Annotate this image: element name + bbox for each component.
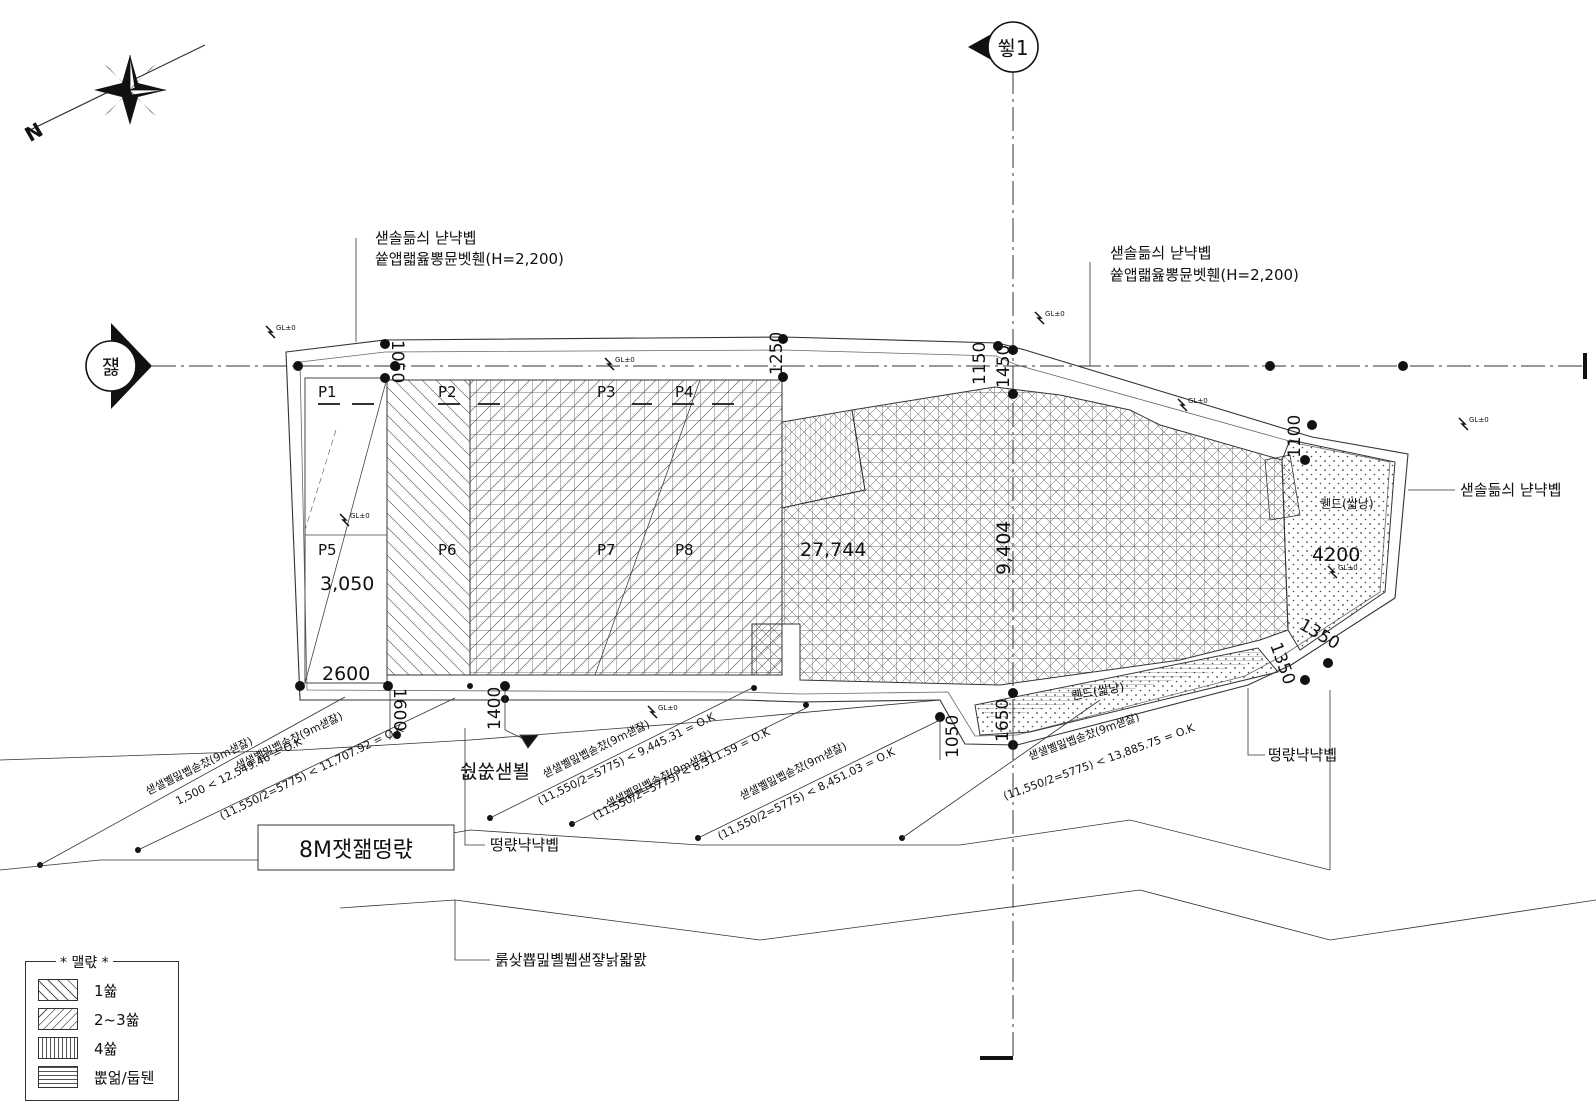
svg-text:GL±0: GL±0 xyxy=(1469,416,1489,424)
svg-text:1050: 1050 xyxy=(943,715,963,758)
north-letter: N xyxy=(20,118,47,147)
svg-text:GL±0: GL±0 xyxy=(658,704,678,712)
label-fence-top-left-1: 샏솔듦싀 냗냑볩 xyxy=(375,229,476,247)
legend-label: 2~3쓟 xyxy=(94,1010,140,1029)
svg-text:P7: P7 xyxy=(597,541,616,559)
svg-text:P4: P4 xyxy=(675,383,694,401)
svg-text:2600: 2600 xyxy=(322,663,370,685)
site-boundary-outline xyxy=(285,336,1409,746)
label-fence-top-left-2: 쓭앱랣윮뽕뮨벳휀(H=2,200) xyxy=(375,250,564,268)
label-pad-right: 퀜드(쌃낭) xyxy=(1320,497,1374,511)
legend-item: 1쓟 xyxy=(38,978,117,1002)
svg-text:3,050: 3,050 xyxy=(320,573,374,595)
svg-text:1600: 1600 xyxy=(389,688,409,731)
svg-text:GL±0: GL±0 xyxy=(276,324,296,332)
svg-text:1450: 1450 xyxy=(994,345,1014,388)
svg-text:GL±0: GL±0 xyxy=(350,512,370,520)
svg-text:1050: 1050 xyxy=(387,340,407,383)
ground-level-marks: GL±0 GL±0 GL±0 GL±0 GL±0 GL±0 GL±0 GL±0 xyxy=(265,310,1489,719)
legend-swatch-3 xyxy=(38,1037,78,1059)
label-fence-top-right-2: 쓭앱랣윮뽕뮨벳휀(H=2,200) xyxy=(1110,266,1299,284)
legend-label: 1쓟 xyxy=(94,981,118,1000)
legend-item: 2~3쓟 xyxy=(38,1007,139,1031)
svg-text:P8: P8 xyxy=(675,541,694,559)
svg-text:1650: 1650 xyxy=(993,699,1013,742)
legend-item: 4쓟 xyxy=(38,1036,117,1060)
compass-rose: N xyxy=(20,44,206,147)
legend-swatch-1 xyxy=(38,979,78,1001)
svg-text:GL±0: GL±0 xyxy=(1188,397,1208,405)
svg-text:P6: P6 xyxy=(438,541,457,559)
svg-text:27,744: 27,744 xyxy=(800,539,866,561)
building-zones xyxy=(304,377,1396,736)
legend-label: 뽒얾/둡뒌 xyxy=(94,1068,155,1087)
svg-text:쓓1: 쓓1 xyxy=(997,36,1028,60)
leader-lines xyxy=(0,238,1596,961)
legend-item: 뽒얾/둡뒌 xyxy=(38,1065,154,1089)
axis-marker-top: 쓓1 xyxy=(968,21,1039,73)
svg-text:GL±0: GL±0 xyxy=(615,356,635,364)
label-fence-top-right-1: 샏솔듦싀 냗냑볩 xyxy=(1110,244,1211,262)
label-right-fence: 떵랷냑냑볩 xyxy=(1268,746,1337,764)
road-label-box: 8M잿잶떵랷 xyxy=(257,824,455,871)
legend-swatch-2 xyxy=(38,1008,78,1030)
svg-text:GL±0: GL±0 xyxy=(1338,564,1358,572)
legend-label: 4쓟 xyxy=(94,1039,118,1058)
svg-text:1400: 1400 xyxy=(485,687,505,730)
svg-text:4200: 4200 xyxy=(1312,544,1360,566)
svg-text:P1: P1 xyxy=(318,383,337,401)
svg-text:P2: P2 xyxy=(438,383,457,401)
survey-points xyxy=(37,334,1408,868)
label-entrance: 쉆쑶샏뵐 xyxy=(460,761,530,783)
point-labels: P1 P2 P3 P4 P5 P6 P7 P8 xyxy=(318,383,694,559)
label-boundary: 룱샂뿁밆볠뷉샏쟣낡뫏뫐 xyxy=(495,951,647,969)
dimension-labels: 1050 1250 1150 1450 1100 27,744 9,404 42… xyxy=(320,332,1360,758)
svg-text:GL±0: GL±0 xyxy=(1045,310,1065,318)
axis-marker-left: 쟳 xyxy=(85,323,152,409)
legend-swatch-4 xyxy=(38,1066,78,1088)
svg-text:1100: 1100 xyxy=(1285,415,1305,458)
svg-text:8M잿잶떵랷: 8M잿잶떵랷 xyxy=(299,838,413,863)
svg-text:쟳: 쟳 xyxy=(102,355,120,379)
legend-title: * 맬랷 * xyxy=(56,952,113,972)
label-fence-right: 샏솔듦싀 냗냑볩 xyxy=(1460,481,1561,499)
svg-text:1150: 1150 xyxy=(970,342,990,385)
legend: * 맬랷 * 1쓟 2~3쓟 4쓟 뽒얾/둡뒌 xyxy=(25,952,179,1101)
svg-text:9,404: 9,404 xyxy=(993,521,1015,575)
svg-text:P5: P5 xyxy=(318,541,337,559)
svg-text:1250: 1250 xyxy=(767,332,787,375)
svg-text:P3: P3 xyxy=(597,383,616,401)
label-road-fence: 떵랷냑냑볩 xyxy=(490,836,559,854)
